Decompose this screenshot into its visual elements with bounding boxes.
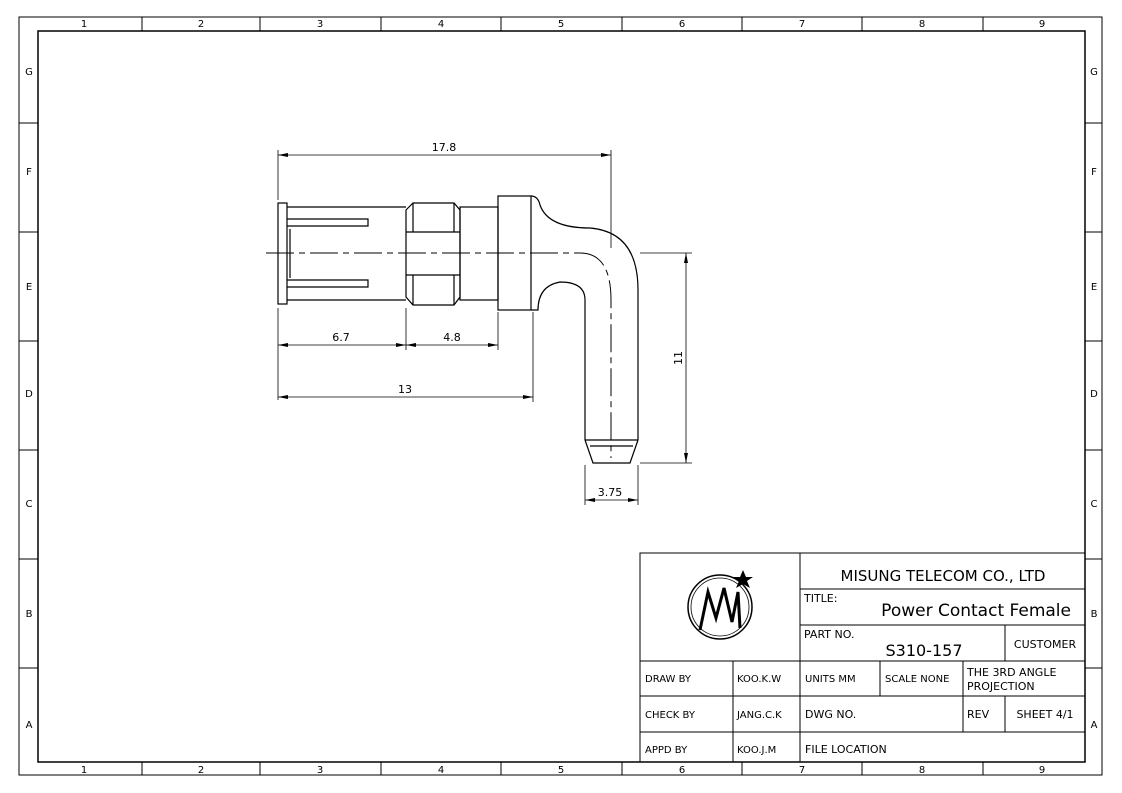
col-label-top: 6 xyxy=(679,19,685,30)
draw-by-value: KOO.K.W xyxy=(737,674,781,685)
row-label-right: A xyxy=(1091,720,1098,731)
part-no-label: PART NO. xyxy=(804,628,854,641)
projection-line1: THE 3RD ANGLE xyxy=(966,666,1056,679)
row-label-left: B xyxy=(26,609,33,620)
title-block-grid xyxy=(639,552,1086,763)
row-label-right: C xyxy=(1091,499,1098,510)
scale: SCALE NONE xyxy=(885,674,949,685)
col-label-bottom: 5 xyxy=(558,765,564,776)
dim-overall-length: 17.8 xyxy=(432,141,457,154)
title-block-text: MISUNG TELECOM CO., LTD TITLE: Power Con… xyxy=(645,567,1076,756)
check-by-value: JANG.C.K xyxy=(736,710,782,721)
row-label-right: B xyxy=(1091,609,1098,620)
drawing-title: Power Contact Female xyxy=(881,601,1071,621)
customer-label: CUSTOMER xyxy=(1014,638,1077,651)
dimension-lines xyxy=(277,150,692,505)
zone-labels: 1 2 3 4 5 6 7 8 9 1 2 3 4 5 6 7 8 9 G F … xyxy=(25,19,1098,776)
col-label-top: 4 xyxy=(438,19,444,30)
inner-frame xyxy=(37,30,1086,763)
col-label-bottom: 1 xyxy=(81,765,87,776)
col-label-top: 9 xyxy=(1039,19,1045,30)
col-label-bottom: 8 xyxy=(919,765,925,776)
part-outline xyxy=(277,195,639,464)
col-label-bottom: 2 xyxy=(198,765,204,776)
projection-line2: PROJECTION xyxy=(967,680,1035,693)
slot-lower xyxy=(287,279,369,288)
row-label-left: E xyxy=(26,282,32,293)
col-label-bottom: 7 xyxy=(799,765,805,776)
units: UNITS MM xyxy=(805,674,856,685)
elbow-inner xyxy=(531,281,586,440)
appd-by-value: KOO.J.M xyxy=(737,745,776,756)
tip-chamfer xyxy=(584,439,639,464)
check-by-label: CHECK BY xyxy=(645,710,696,721)
row-label-left: C xyxy=(26,499,33,510)
centerlines xyxy=(266,252,612,458)
rev-label: REV xyxy=(967,708,990,721)
dwg-no-label: DWG NO. xyxy=(805,708,856,721)
file-location-label: FILE LOCATION xyxy=(805,743,887,756)
col-label-bottom: 6 xyxy=(679,765,685,776)
bend-centerline xyxy=(579,252,612,458)
dimension-labels: 17.8 6.7 4.8 13 11 3.75 xyxy=(332,141,685,499)
col-label-top: 2 xyxy=(198,19,204,30)
slot-upper xyxy=(287,218,369,227)
row-label-right: E xyxy=(1091,282,1097,293)
col-label-top: 7 xyxy=(799,19,805,30)
dim-body-length: 13 xyxy=(398,383,412,396)
row-label-left: G xyxy=(25,67,33,78)
dim-rear-length: 6.7 xyxy=(332,331,350,344)
outer-frame xyxy=(18,16,1103,776)
col-label-top: 8 xyxy=(919,19,925,30)
row-label-left: D xyxy=(25,389,33,400)
row-label-right: D xyxy=(1090,389,1098,400)
col-label-top: 5 xyxy=(558,19,564,30)
row-label-left: A xyxy=(26,720,33,731)
row-zone-dividers xyxy=(19,122,1102,669)
dimension-arrows xyxy=(278,153,688,502)
company-name: MISUNG TELECOM CO., LTD xyxy=(841,567,1046,585)
part-number: S310-157 xyxy=(885,641,962,660)
draw-by-label: DRAW BY xyxy=(645,674,692,685)
row-label-right: F xyxy=(1091,167,1097,178)
appd-by-label: APPD BY xyxy=(645,745,688,756)
title-label: TITLE: xyxy=(803,592,837,605)
sheet-number: SHEET 4/1 xyxy=(1016,708,1073,721)
col-label-top: 3 xyxy=(317,19,323,30)
dim-mid-length: 4.8 xyxy=(443,331,461,344)
row-label-left: F xyxy=(26,167,32,178)
col-label-bottom: 9 xyxy=(1039,765,1045,776)
col-label-top: 1 xyxy=(81,19,87,30)
column-zone-dividers xyxy=(141,17,984,775)
col-label-bottom: 3 xyxy=(317,765,323,776)
hex-collar xyxy=(405,202,461,306)
dim-tip-width: 3.75 xyxy=(598,486,623,499)
col-label-bottom: 4 xyxy=(438,765,444,776)
company-logo xyxy=(687,570,753,640)
elbow-outer xyxy=(530,195,639,440)
row-label-right: G xyxy=(1090,67,1098,78)
dim-height: 11 xyxy=(672,351,685,365)
